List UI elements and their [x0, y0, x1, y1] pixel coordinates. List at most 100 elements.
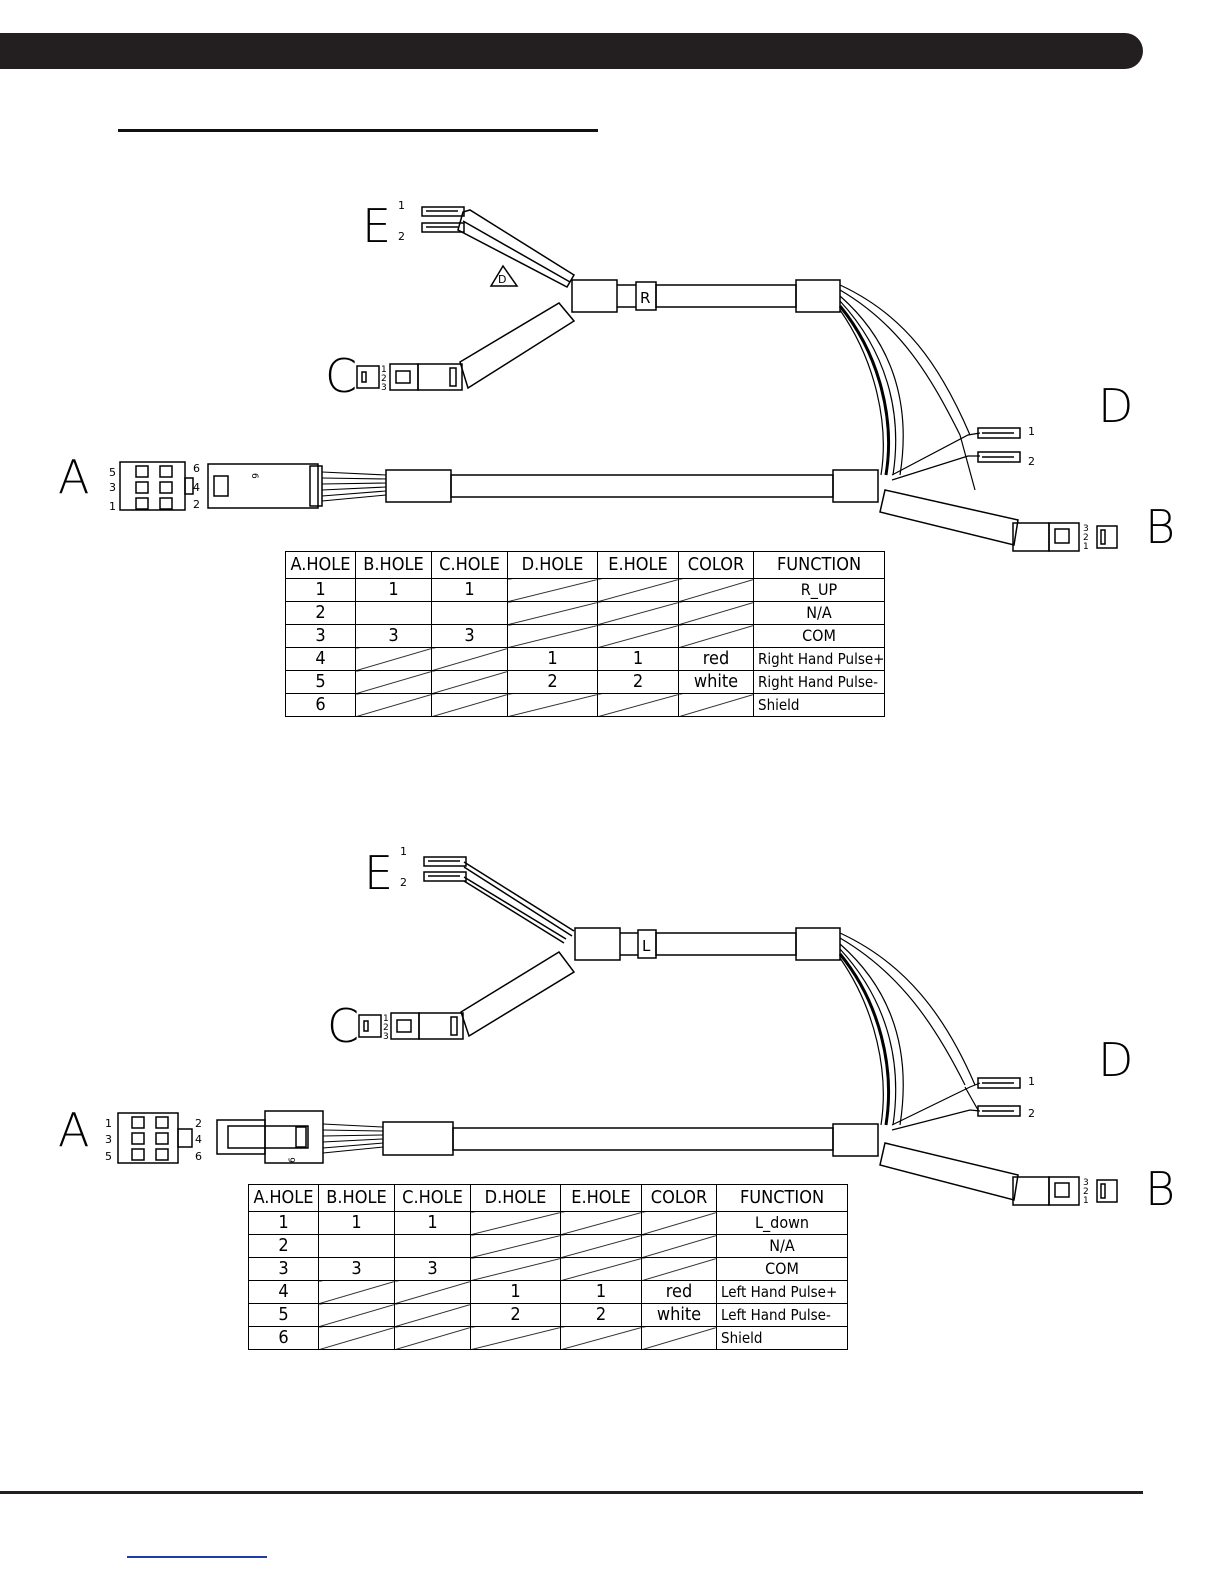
- pinout-table-right: A.HOLE B.HOLE C.HOLE D.HOLE E.HOLE COLOR…: [285, 551, 885, 717]
- sleeve-right: [795, 279, 841, 313]
- sleeve-a: [385, 469, 452, 503]
- label-c: C: [327, 999, 359, 1053]
- header-bar: [0, 33, 1143, 69]
- label-a: A: [58, 1103, 89, 1157]
- table-header-row: A.HOLE B.HOLE C.HOLE D.HOLE E.HOLE COLOR…: [248, 1184, 848, 1212]
- pin-a-left-1: 5: [109, 466, 116, 479]
- pin-b-2: 2: [1083, 533, 1089, 543]
- cell-b: 1: [318, 1211, 395, 1235]
- pin-d-1: 1: [1028, 425, 1035, 438]
- sleeve-right: [795, 927, 841, 961]
- cable-c: [460, 951, 576, 1038]
- sleeve-left: [571, 279, 618, 313]
- pin-a-left-1: 1: [105, 1117, 112, 1130]
- cell-e: 2: [560, 1303, 642, 1327]
- cable-e: [457, 209, 576, 288]
- cell-c: [431, 601, 508, 625]
- cell-d: [507, 578, 598, 602]
- footer-link[interactable]: [127, 1556, 267, 1558]
- label-a: A: [58, 450, 89, 504]
- pin-b-2: 2: [1083, 1187, 1089, 1197]
- cell-c: 3: [431, 624, 508, 648]
- pin-c-1: 1: [381, 365, 387, 375]
- cell-function: COM: [753, 624, 885, 648]
- connector-a: [119, 461, 323, 511]
- cell-color: [678, 693, 754, 717]
- table-row: 3 3 3 COM: [285, 624, 885, 648]
- cell-e: 2: [597, 670, 679, 694]
- col-color: COLOR: [678, 551, 754, 579]
- cell-a: 4: [285, 647, 356, 671]
- connector-e: [423, 856, 467, 882]
- wires-d: [891, 1082, 981, 1131]
- cell-a: 6: [285, 693, 356, 717]
- pin-c-2: 2: [383, 1023, 389, 1033]
- pin-a-plug: 6: [288, 1157, 298, 1163]
- label-b: B: [1145, 1162, 1175, 1216]
- table-header-row: A.HOLE B.HOLE C.HOLE D.HOLE E.HOLE COLOR…: [285, 551, 885, 579]
- cell-e: [560, 1211, 642, 1235]
- cell-color: [641, 1257, 717, 1281]
- cell-function: N/A: [753, 601, 885, 625]
- pin-a-left-2: 3: [109, 481, 116, 494]
- cell-a: 1: [248, 1211, 319, 1235]
- cell-color: [641, 1234, 717, 1258]
- cable-c: [459, 302, 576, 390]
- cell-function: Shield: [716, 1326, 848, 1350]
- col-d-hole: D.HOLE: [470, 1184, 561, 1212]
- cell-b: 1: [355, 578, 432, 602]
- label-b: B: [1145, 500, 1175, 554]
- col-a-hole: A.HOLE: [285, 551, 356, 579]
- connector-b: [1012, 522, 1118, 552]
- cell-function: L_down: [716, 1211, 848, 1235]
- col-e-hole: E.HOLE: [560, 1184, 642, 1212]
- cell-d: [470, 1257, 561, 1281]
- cell-d: 1: [470, 1280, 561, 1304]
- cell-color: [678, 624, 754, 648]
- col-e-hole: E.HOLE: [597, 551, 679, 579]
- cell-color: white: [641, 1303, 717, 1327]
- table-row: 2 N/A: [248, 1234, 848, 1258]
- connector-d: [977, 427, 1021, 463]
- cell-b: [355, 647, 432, 671]
- cell-e: [560, 1326, 642, 1350]
- cell-c: [394, 1303, 471, 1327]
- cell-c: [394, 1326, 471, 1350]
- table-row: 6 Shield: [248, 1326, 848, 1350]
- cell-c: 1: [431, 578, 508, 602]
- connector-b: [1012, 1176, 1118, 1206]
- table-row: 6 Shield: [285, 693, 885, 717]
- cell-d: [470, 1211, 561, 1235]
- pin-d-1: 1: [1028, 1075, 1035, 1088]
- pin-b-3: 3: [1083, 524, 1089, 534]
- wires-a: [321, 471, 387, 502]
- label-d: D: [1098, 1033, 1133, 1087]
- cell-c: [431, 647, 508, 671]
- cell-b: [355, 601, 432, 625]
- pin-e-2: 2: [400, 876, 407, 889]
- cell-c: 3: [394, 1257, 471, 1281]
- label-e: E: [364, 846, 393, 900]
- pin-c-3: 3: [381, 383, 387, 393]
- sleeve-junction: [832, 1123, 879, 1157]
- cell-d: [507, 624, 598, 648]
- cell-a: 3: [285, 624, 356, 648]
- pin-a-left-3: 1: [109, 500, 116, 513]
- cell-b: 3: [355, 624, 432, 648]
- wires-d: [891, 432, 981, 491]
- table-row: 1 1 1 R_UP: [285, 578, 885, 602]
- cell-e: [560, 1257, 642, 1281]
- cell-d: 2: [470, 1303, 561, 1327]
- cell-b: [318, 1326, 395, 1350]
- pin-c-3: 3: [383, 1032, 389, 1042]
- pin-a-left-3: 5: [105, 1150, 112, 1163]
- cell-color: red: [641, 1280, 717, 1304]
- cell-c: [431, 670, 508, 694]
- cable-main-trunk: [450, 474, 834, 498]
- pin-a-plug: 6: [249, 473, 259, 479]
- pin-a-right-1: 6: [193, 462, 200, 475]
- cell-b: [318, 1234, 395, 1258]
- col-d-hole: D.HOLE: [507, 551, 598, 579]
- cell-d: [470, 1326, 561, 1350]
- pin-d-2: 2: [1028, 1107, 1035, 1120]
